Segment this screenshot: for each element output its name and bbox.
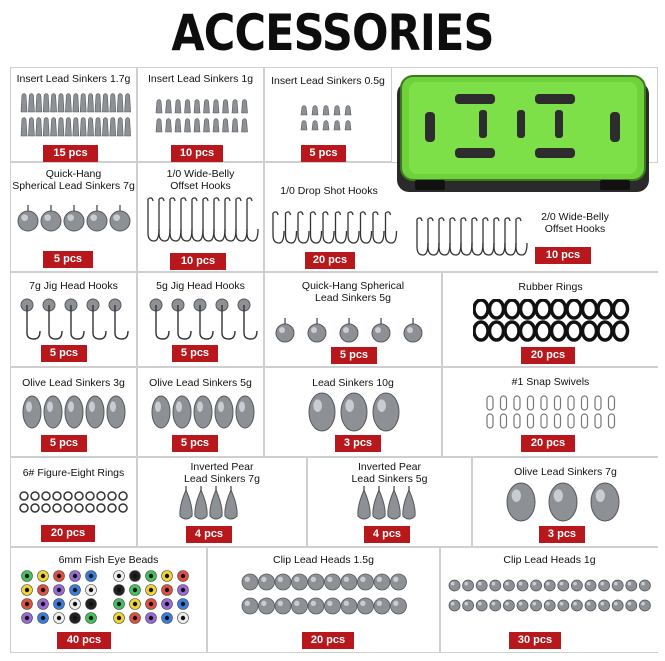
item-label: Inverted Pear Lead Sinkers 7g: [184, 461, 260, 485]
item-label: Lead Sinkers 10g: [312, 377, 394, 389]
count-badge: 15 pcs: [43, 145, 98, 162]
cell-rubber-rings: Rubber Rings 20 pcs: [442, 272, 658, 367]
cell-insert-sinkers-1g: Insert Lead Sinkers 1g 10 pcs: [137, 67, 264, 162]
count-badge: 10 pcs: [170, 253, 226, 270]
item-label: 6# Figure-Eight Rings: [22, 467, 125, 479]
item-label: Insert Lead Sinkers 1.7g: [16, 73, 131, 85]
count-badge: 5 pcs: [172, 345, 218, 362]
item-label: Clip Lead Heads 1g: [503, 554, 596, 566]
count-badge: 10 pcs: [171, 145, 223, 162]
swivel-icon: [19, 488, 134, 518]
cell-clip-1-5g: Clip Lead Heads 1.5g 20 pcs: [207, 547, 440, 653]
cell-olive-3g: Olive Lead Sinkers 3g 5 pcs: [10, 367, 137, 457]
sinker-icon: [240, 572, 410, 626]
sinker-icon: [148, 392, 260, 432]
count-badge: 3 pcs: [335, 435, 381, 452]
bead-icon: [21, 570, 201, 630]
hook-icon: [413, 211, 533, 259]
count-badge: 20 pcs: [41, 525, 95, 542]
cell-wide-belly-1-0: 1/0 Wide-Belly Offset Hooks 10 pcs: [137, 162, 264, 272]
count-badge: 4 pcs: [186, 526, 232, 543]
sinker-icon: [273, 313, 438, 347]
hook-icon: [146, 297, 261, 341]
count-badge: 5 pcs: [331, 347, 377, 364]
item-label: Clip Lead Heads 1.5g: [273, 554, 374, 566]
count-badge: 20 pcs: [521, 347, 575, 364]
cell-jig-5g: 5g Jig Head Hooks 5 pcs: [137, 272, 264, 367]
cell-figure-eight: 6# Figure-Eight Rings 20 pcs: [10, 457, 137, 547]
sinker-icon: [15, 199, 135, 239]
cell-olive-5g: Olive Lead Sinkers 5g 5 pcs: [137, 367, 264, 457]
item-label: 7g Jig Head Hooks: [29, 280, 118, 292]
hook-icon: [144, 195, 262, 250]
item-label: Insert Lead Sinkers 1g: [147, 73, 254, 85]
swivel-icon: [483, 392, 623, 432]
item-label: 2/0 Wide-Belly Offset Hooks: [541, 211, 609, 235]
hook-icon: [269, 207, 399, 249]
sinker-icon: [356, 486, 426, 526]
cell-spherical-7g: Quick-Hang Spherical Lead Sinkers 7g 5 p…: [10, 162, 137, 272]
item-label: 1/0 Drop Shot Hooks: [280, 185, 378, 197]
cell-fish-eye-beads: 6mm Fish Eye Beads 40 pcs: [10, 547, 207, 653]
sinker-icon: [297, 102, 357, 132]
item-label: Quick-Hang Spherical Lead Sinkers 5g: [301, 280, 405, 304]
sinker-icon: [503, 482, 633, 522]
cell-sinkers-10g: Lead Sinkers 10g 3 pcs: [264, 367, 442, 457]
hook-icon: [17, 297, 132, 341]
item-label: Insert Lead Sinkers 0.5g: [271, 75, 385, 87]
page-title: ACCESSORIES: [171, 4, 494, 62]
cell-pear-7g: Inverted Pear Lead Sinkers 7g 4 pcs: [137, 457, 307, 547]
item-label: 5g Jig Head Hooks: [156, 280, 245, 292]
cell-jig-7g: 7g Jig Head Hooks 5 pcs: [10, 272, 137, 367]
count-badge: 10 pcs: [535, 247, 591, 264]
item-label: Rubber Rings: [518, 281, 583, 293]
cell-insert-sinkers-1-7g: Insert Lead Sinkers 1.7g 15 pcs: [10, 67, 137, 162]
count-badge: 30 pcs: [509, 632, 561, 649]
count-badge: 5 pcs: [41, 345, 87, 362]
cell-snap-swivels: #1 Snap Swivels 20 pcs: [442, 367, 658, 457]
sinker-icon: [305, 390, 405, 434]
sinker-icon: [19, 392, 131, 432]
count-badge: 5 pcs: [43, 251, 93, 268]
count-badge: 40 pcs: [57, 632, 111, 649]
count-badge: 3 pcs: [539, 526, 585, 543]
item-label: Inverted Pear Lead Sinkers 5g: [351, 461, 428, 485]
count-badge: 20 pcs: [302, 632, 354, 649]
ring-icon: [473, 299, 633, 343]
item-label: 1/0 Wide-Belly Offset Hooks: [166, 168, 235, 192]
cell-spherical-5g: Quick-Hang Spherical Lead Sinkers 5g 5 p…: [264, 272, 442, 367]
count-badge: 5 pcs: [172, 435, 218, 452]
sinker-icon: [447, 578, 653, 628]
item-label: Quick-Hang Spherical Lead Sinkers 7g: [12, 168, 135, 192]
cell-insert-sinkers-0-5g: Insert Lead Sinkers 0.5g 5 pcs: [264, 67, 392, 162]
cell-pear-5g: Inverted Pear Lead Sinkers 5g 4 pcs: [307, 457, 472, 547]
count-badge: 4 pcs: [364, 526, 410, 543]
count-badge: 5 pcs: [301, 145, 346, 162]
item-label: 6mm Fish Eye Beads: [58, 554, 159, 566]
cell-olive-7g: Olive Lead Sinkers 7g 3 pcs: [472, 457, 658, 547]
item-label: Olive Lead Sinkers 3g: [22, 377, 125, 389]
item-label: Olive Lead Sinkers 7g: [514, 466, 617, 478]
count-badge: 20 pcs: [305, 252, 355, 269]
item-label: #1 Snap Swivels: [511, 376, 590, 388]
cell-clip-1g: Clip Lead Heads 1g 30 pcs: [440, 547, 658, 653]
accessories-grid: Insert Lead Sinkers 1.7g 15 pcs Insert L…: [10, 67, 658, 653]
sinker-icon: [17, 90, 132, 138]
tackle-box-image: [395, 72, 650, 196]
sinker-icon: [178, 486, 248, 526]
count-badge: 5 pcs: [41, 435, 87, 452]
item-label: Olive Lead Sinkers 5g: [149, 377, 252, 389]
sinker-icon: [152, 96, 252, 136]
count-badge: 20 pcs: [521, 435, 575, 452]
